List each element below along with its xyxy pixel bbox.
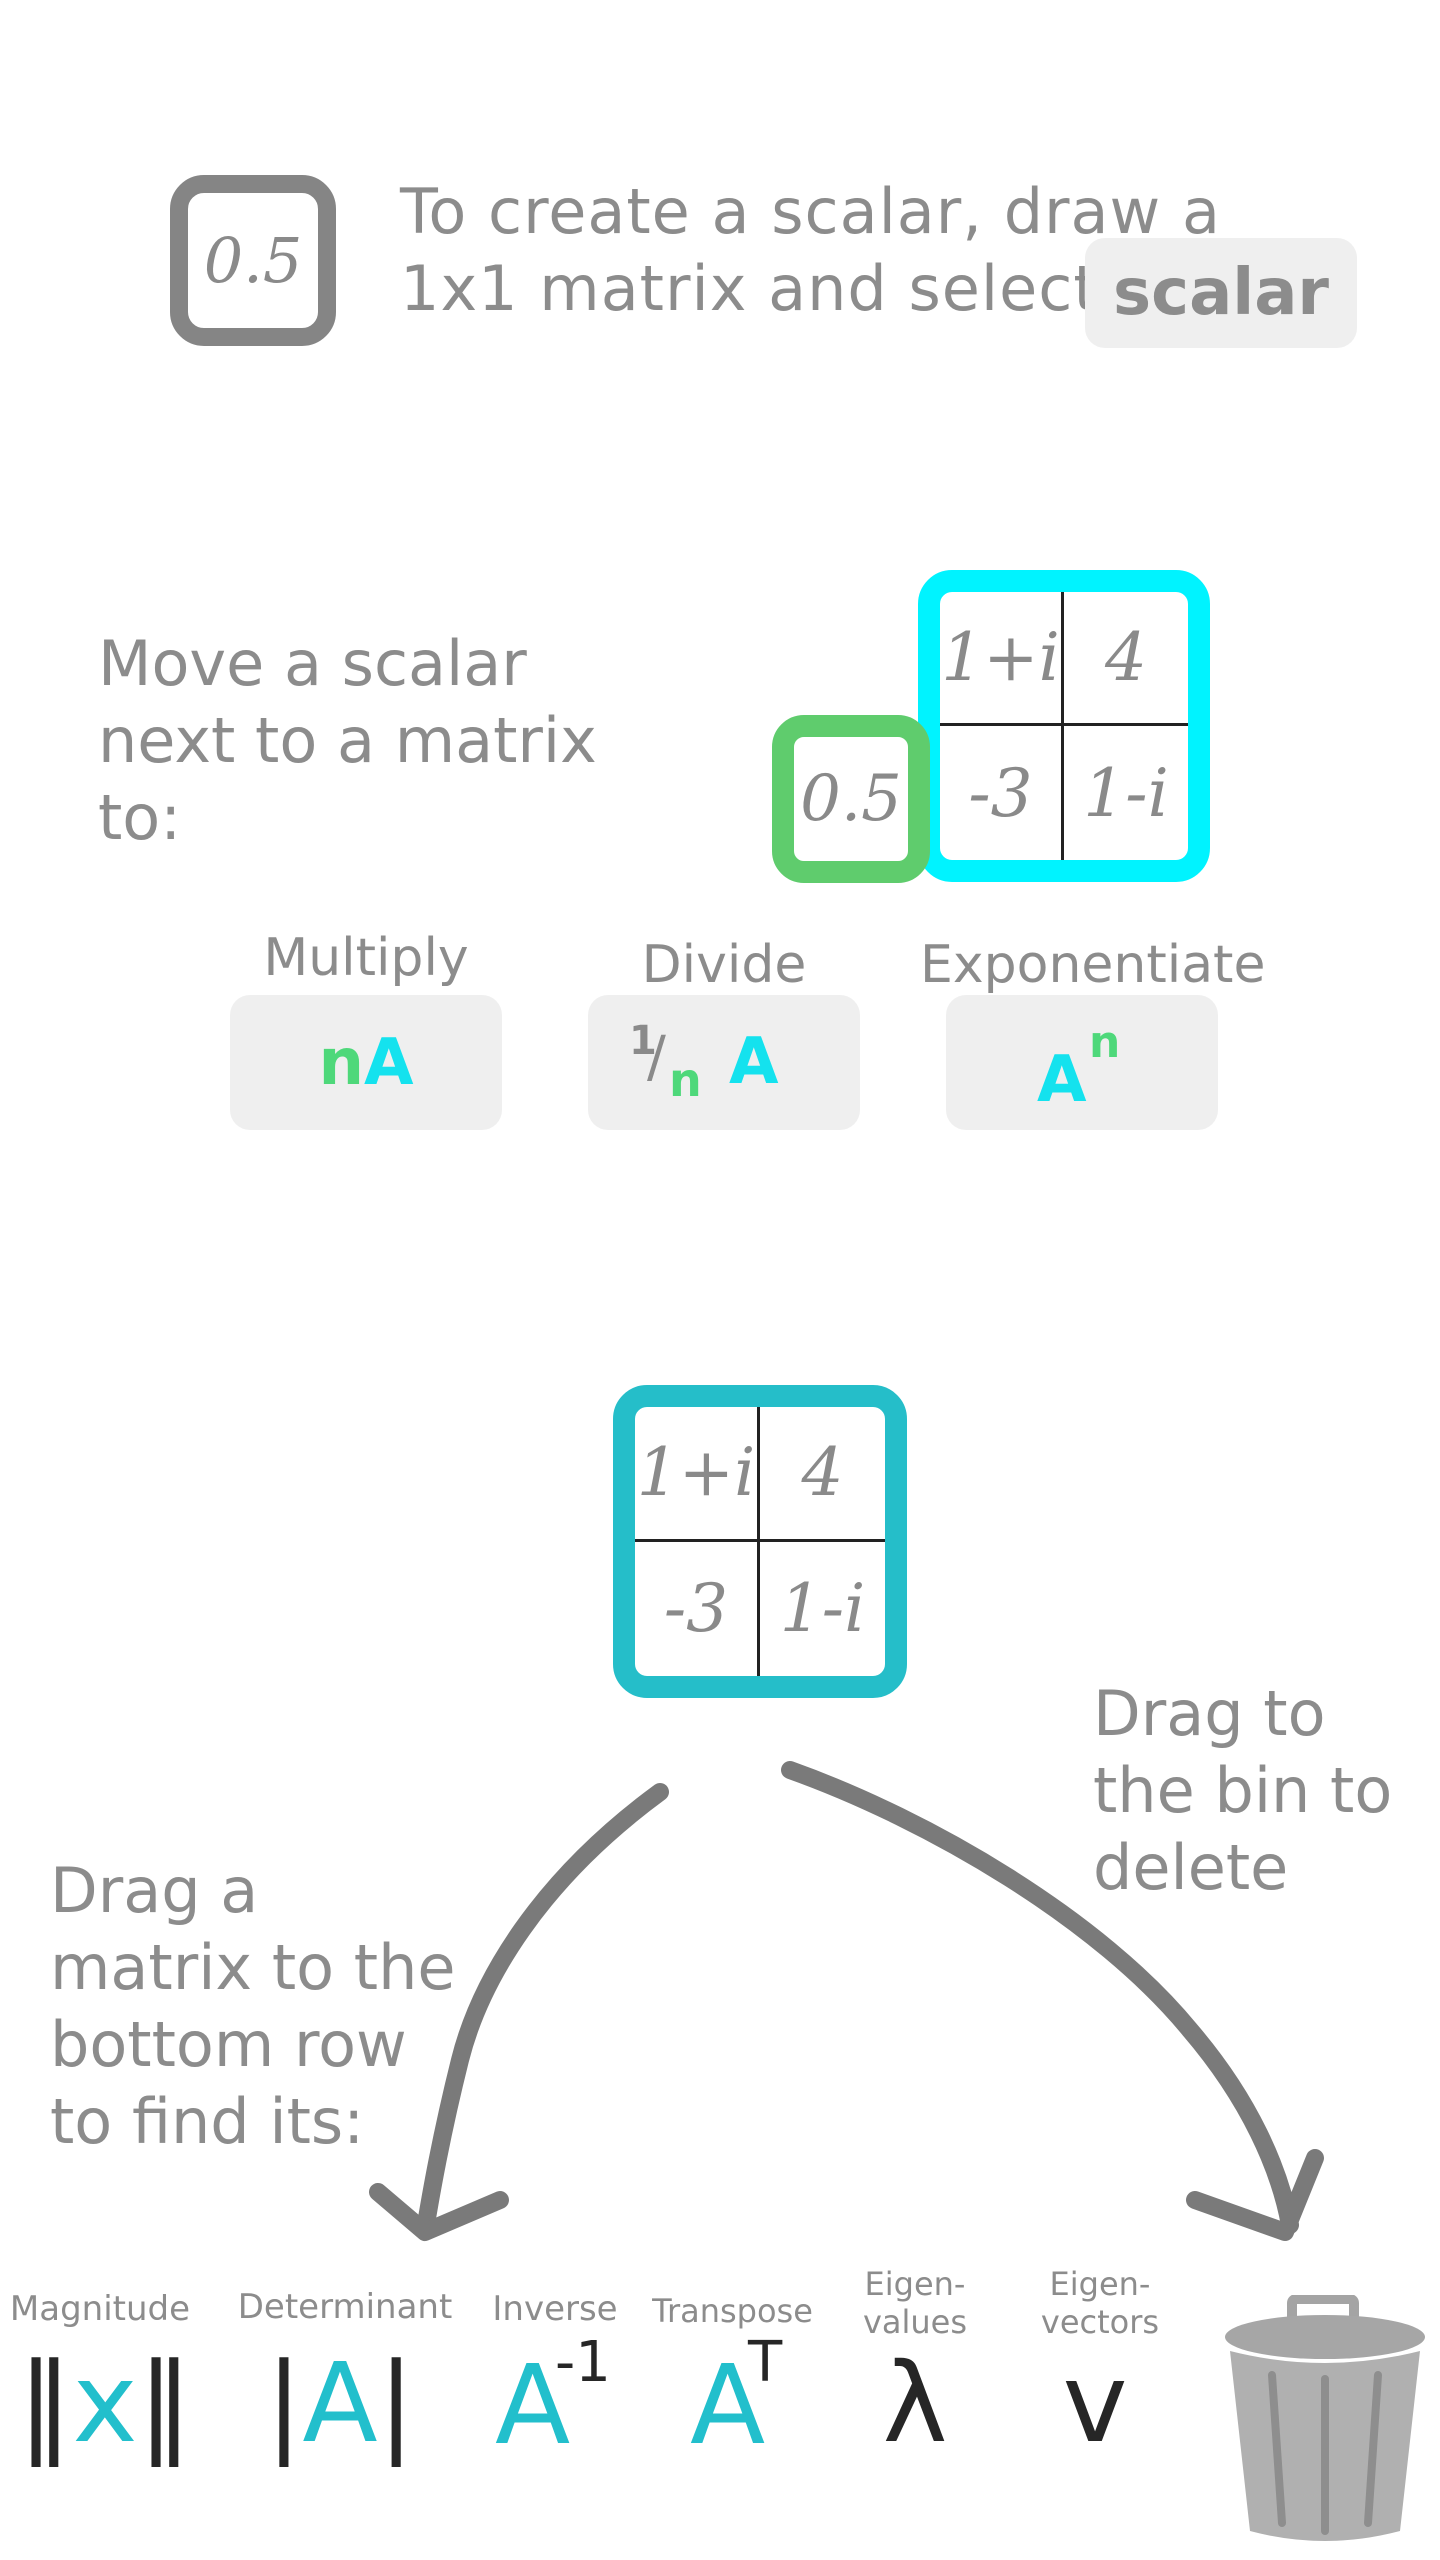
divide-button[interactable]: 1 / n A xyxy=(588,995,860,1130)
row-hint-line2: matrix to the xyxy=(50,1931,456,2004)
determinant-right-bar: | xyxy=(377,2339,415,2467)
exponentiate-base: A xyxy=(1037,1042,1087,1117)
transpose-button[interactable]: A T xyxy=(690,2330,820,2460)
inverse-label: Inverse xyxy=(492,2289,618,2329)
trash-bin-icon xyxy=(1225,2294,1425,2541)
magnitude-right-bar: ‖ xyxy=(137,2339,193,2467)
magnitude-label: Magnitude xyxy=(9,2289,191,2329)
exponentiate-button[interactable]: A n xyxy=(946,995,1218,1130)
bin-hint-line3: delete xyxy=(1093,1831,1289,1904)
eigenvalues-label-line2: values xyxy=(862,2303,968,2341)
scalar-instruction-line1: To create a scalar, draw a xyxy=(400,175,1221,248)
divide-numerator: 1 xyxy=(629,1017,657,1064)
divide-matrix: A xyxy=(729,1024,779,1099)
matrix-cell: 1+i xyxy=(635,1407,760,1542)
scalar-button-label: scalar xyxy=(1113,256,1329,330)
eigenvalues-button[interactable]: λ xyxy=(860,2348,970,2458)
divide-slash: / xyxy=(647,1024,666,1090)
scalar-ops-line2: next to a matrix xyxy=(98,704,597,777)
eigenvalues-label: Eigen- values xyxy=(845,2265,985,2341)
example-matrix-teal[interactable]: 1+i 4 -3 1-i xyxy=(613,1385,907,1698)
determinant-left-bar: | xyxy=(265,2339,303,2467)
trash-bin[interactable] xyxy=(1220,2294,1430,2545)
determinant-var: A xyxy=(302,2339,378,2467)
divide-denominator: n xyxy=(669,1052,702,1107)
example-scalar-green[interactable]: 0.5 xyxy=(772,715,930,883)
right-arrow-shaft xyxy=(781,1761,1299,2234)
row-hint-line1: Drag a xyxy=(50,1854,259,1927)
multiply-matrix: A xyxy=(364,1025,414,1100)
eigenvalues-label-line1: Eigen- xyxy=(864,2265,966,2303)
example-matrix-cyan[interactable]: 1+i 4 -3 1-i xyxy=(918,570,1210,882)
scalar-example-box: 0.5 xyxy=(170,175,336,346)
magnitude-button[interactable]: ‖x‖ xyxy=(10,2348,200,2458)
scalar-ops-line3: to: xyxy=(98,781,182,854)
bin-hint-line1: Drag to xyxy=(1093,1677,1326,1750)
matrix-cell: 1+i xyxy=(940,592,1064,726)
matrix-cell: 4 xyxy=(760,1407,885,1542)
exponentiate-label: Exponentiate xyxy=(920,935,1266,995)
bin-hint-line2: the bin to xyxy=(1093,1754,1393,1827)
matrix-cell: 4 xyxy=(1064,592,1188,726)
matrix-cell: -3 xyxy=(635,1541,760,1676)
determinant-label: Determinant xyxy=(237,2287,453,2327)
scalar-ops-instruction: Move a scalar next to a matrix to: xyxy=(98,625,597,856)
vector-v-icon: v xyxy=(1062,2339,1128,2467)
exponentiate-exponent: n xyxy=(1089,1016,1121,1068)
matrix-cell: 1-i xyxy=(1083,754,1169,832)
eigenvectors-button[interactable]: v xyxy=(1040,2348,1150,2458)
divide-label: Divide xyxy=(641,935,807,995)
inverse-button[interactable]: A -1 xyxy=(495,2330,645,2460)
multiply-button[interactable]: nA xyxy=(230,995,502,1130)
matrix-cell: -3 xyxy=(940,726,1064,860)
matrix-cell: 1-i xyxy=(779,1570,866,1648)
eigenvectors-label: Eigen- vectors xyxy=(1025,2265,1175,2341)
inverse-base: A xyxy=(495,2341,571,2469)
multiply-scalar: n xyxy=(318,1025,365,1100)
scalar-example-value: 0.5 xyxy=(203,224,303,297)
multiply-label: Multiply xyxy=(263,928,469,988)
left-arrow-shaft xyxy=(416,1783,669,2239)
bottom-row-hint: Drag a matrix to the bottom row to find … xyxy=(50,1852,456,2160)
eigenvectors-label-line2: vectors xyxy=(1040,2303,1160,2341)
eigenvectors-label-line1: Eigen- xyxy=(1049,2265,1151,2303)
left-arrow-head xyxy=(369,2183,509,2241)
bin-hint: Drag to the bin to delete xyxy=(1093,1675,1392,1906)
transpose-label: Transpose xyxy=(652,2292,813,2330)
lambda-icon: λ xyxy=(882,2339,948,2467)
magnitude-var: x xyxy=(72,2339,138,2467)
inverse-sup: -1 xyxy=(555,2330,611,2395)
transpose-base: A xyxy=(690,2341,766,2469)
transpose-sup: T xyxy=(748,2330,783,2395)
right-arrow-head xyxy=(1186,2149,1324,2241)
scalar-ops-line1: Move a scalar xyxy=(98,627,527,700)
scalar-instruction-line2: 1x1 matrix and select xyxy=(400,252,1099,325)
magnitude-left-bar: ‖ xyxy=(17,2339,73,2467)
scalar-button[interactable]: scalar xyxy=(1085,238,1357,348)
row-hint-line4: to find its: xyxy=(50,2085,365,2158)
determinant-button[interactable]: |A| xyxy=(245,2348,435,2458)
row-hint-line3: bottom row xyxy=(50,2008,407,2081)
scalar-value: 0.5 xyxy=(800,762,902,836)
